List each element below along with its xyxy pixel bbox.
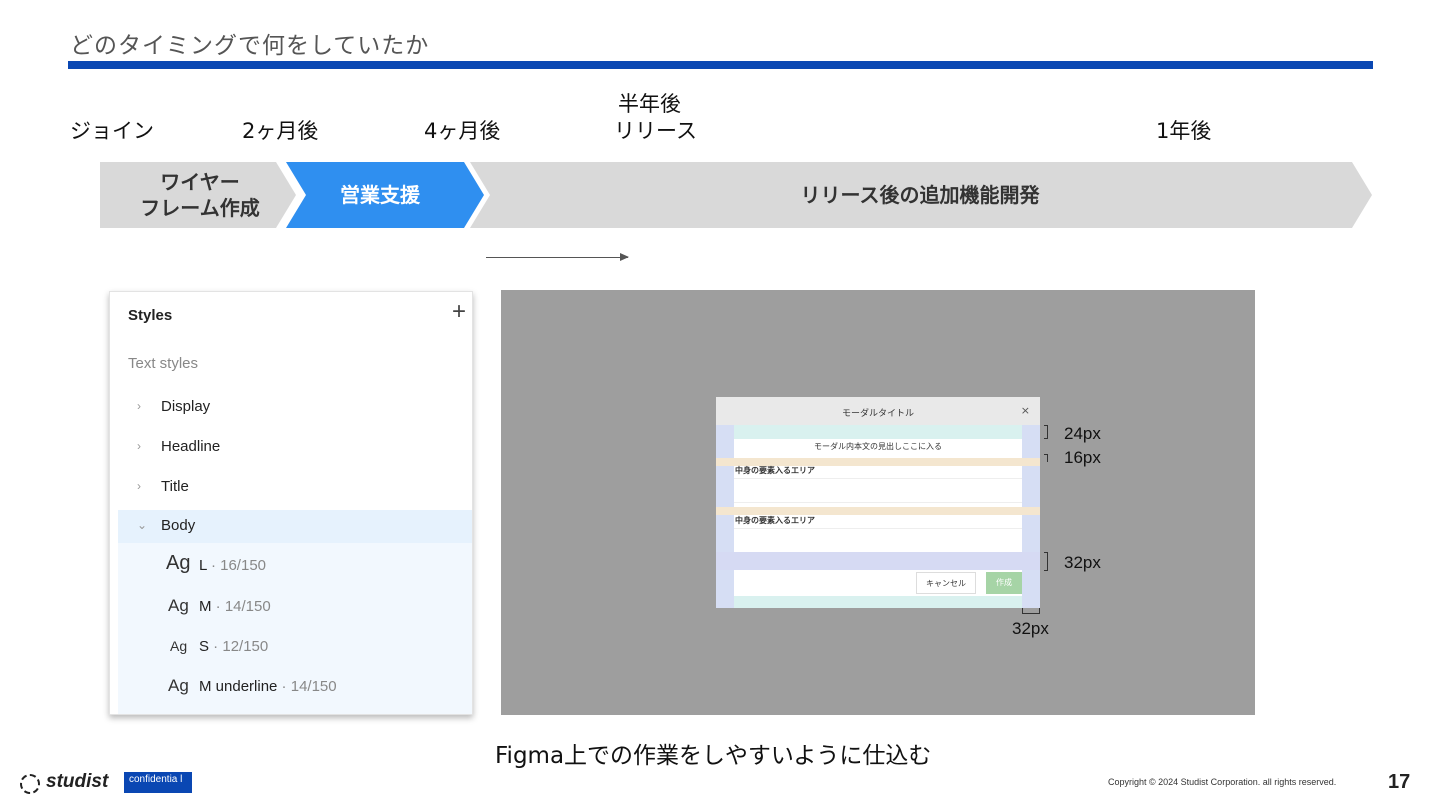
phase-dev-label: リリース後の追加機能開発: [800, 183, 1040, 207]
dim-bracket-32-vertical: [1044, 552, 1048, 571]
text-style-name: M underline · 14/150: [199, 678, 337, 695]
phase-dev-shape: [470, 162, 1372, 228]
style-group-label: Display: [161, 398, 211, 415]
timeline-arrow-head: [620, 253, 629, 261]
style-group-label: Headline: [161, 438, 221, 455]
text-style-name: M · 14/150: [199, 598, 271, 615]
gap-band-2: [716, 507, 1040, 515]
phase-chevrons: [100, 162, 1372, 228]
content-area-label-2: 中身の要素入るエリア: [735, 516, 815, 525]
cancel-button[interactable]: キャンセル: [916, 572, 976, 594]
right-padding-band: [1022, 425, 1040, 608]
text-style-sample: Ag: [168, 676, 189, 695]
phase-sales-shape: [286, 162, 484, 228]
dim-label-32px-vertical: 32px: [1064, 553, 1101, 572]
confidential-badge: confidentia l: [124, 772, 192, 793]
dim-label-16px: 16px: [1064, 448, 1101, 467]
chevron-down-icon: ⌄: [137, 518, 148, 532]
content-area-label-1: 中身の要素入るエリア: [735, 466, 815, 475]
modal-diagram: モーダルタイトル × モーダル内本文の見出しここに入る 中身の要素入るエリア 中…: [716, 397, 1040, 608]
phase-bar: ワイヤー フレーム作成 営業支援 リリース後の追加機能開発: [100, 162, 1372, 228]
chevron-right-icon: ›: [137, 439, 141, 453]
dim-bracket-32-horizontal: [1022, 608, 1040, 614]
styles-header: Styles: [128, 307, 173, 324]
text-style-sample: Ag: [170, 638, 188, 654]
chevron-right-icon: ›: [137, 399, 141, 413]
chevron-right-icon: ›: [137, 479, 141, 493]
milestone-join: ジョイン: [70, 119, 154, 143]
phase-wireframe-line1: ワイヤー: [160, 170, 240, 194]
page-number: 17: [1388, 771, 1411, 793]
dim-bracket-24: [1044, 425, 1048, 439]
timeline-arrow-line: [486, 257, 628, 258]
close-icon[interactable]: ×: [1020, 404, 1030, 417]
body-style-s[interactable]: Ag S · 12/150: [110, 632, 472, 666]
body-style-m[interactable]: Ag M · 14/150: [110, 592, 472, 626]
style-group-title[interactable]: › Title: [110, 471, 472, 505]
dim-label-32px-horizontal: 32px: [1012, 619, 1049, 638]
milestone-1-year: 1年後: [1156, 119, 1212, 143]
phase-sales-label: 営業支援: [340, 183, 420, 207]
text-style-name: S · 12/150: [199, 638, 269, 655]
milestone-4-months: 4ヶ月後: [424, 119, 501, 143]
top-padding-band: [734, 425, 1022, 439]
left-padding-band: [716, 425, 734, 608]
text-styles-section: Text styles: [128, 355, 199, 372]
content-area-1: [734, 478, 1022, 503]
text-style-sample: Ag: [168, 596, 189, 615]
phase-wireframe-line2: フレーム作成: [140, 196, 260, 220]
copyright: Copyright © 2024 Studist Corporation. al…: [1108, 777, 1337, 787]
modal-header: モーダルタイトル ×: [716, 397, 1040, 425]
create-button[interactable]: 作成: [986, 572, 1022, 594]
style-group-label: Title: [161, 478, 189, 495]
styles-panel: Styles + Text styles › Display › Headlin…: [109, 291, 473, 715]
text-style-name: L · 16/150: [199, 557, 267, 574]
milestone-release: リリース: [614, 119, 697, 143]
style-group-headline[interactable]: › Headline: [110, 431, 472, 465]
logo-circle-icon: [20, 774, 40, 794]
slide-title: どのタイミングで何をしていたか: [70, 33, 430, 59]
gap-band-1: [716, 458, 1040, 466]
style-group-display[interactable]: › Display: [110, 391, 472, 425]
phase-wireframe-label: ワイヤー フレーム作成: [120, 169, 280, 221]
caption: Figma上での作業をしやすいように仕込む: [495, 743, 932, 769]
content-area-2: [734, 528, 1022, 553]
milestone-half-year: 半年後: [618, 92, 681, 116]
milestone-2-months: 2ヶ月後: [242, 119, 319, 143]
modal-body-heading: モーダル内本文の見出しここに入る: [814, 442, 942, 451]
style-group-body[interactable]: ⌄ Body: [118, 510, 472, 544]
text-style-sample: Ag: [166, 552, 191, 574]
body-styles-list: [118, 543, 472, 714]
plus-icon[interactable]: +: [451, 298, 466, 325]
bottom-padding-band: [734, 596, 1022, 608]
style-group-label: Body: [161, 517, 196, 534]
body-style-m-underline[interactable]: Ag M underline · 14/150: [110, 672, 472, 706]
title-rule: [68, 61, 1373, 69]
phase-wireframe-shape: [100, 162, 296, 228]
modal-title: モーダルタイトル: [841, 409, 914, 419]
dim-label-24px: 24px: [1064, 424, 1101, 443]
footer-gap-band: [716, 552, 1040, 570]
body-style-l[interactable]: Ag L · 16/150: [110, 552, 472, 586]
logo-text: studist: [46, 771, 109, 792]
dim-bracket-16: [1044, 454, 1048, 462]
